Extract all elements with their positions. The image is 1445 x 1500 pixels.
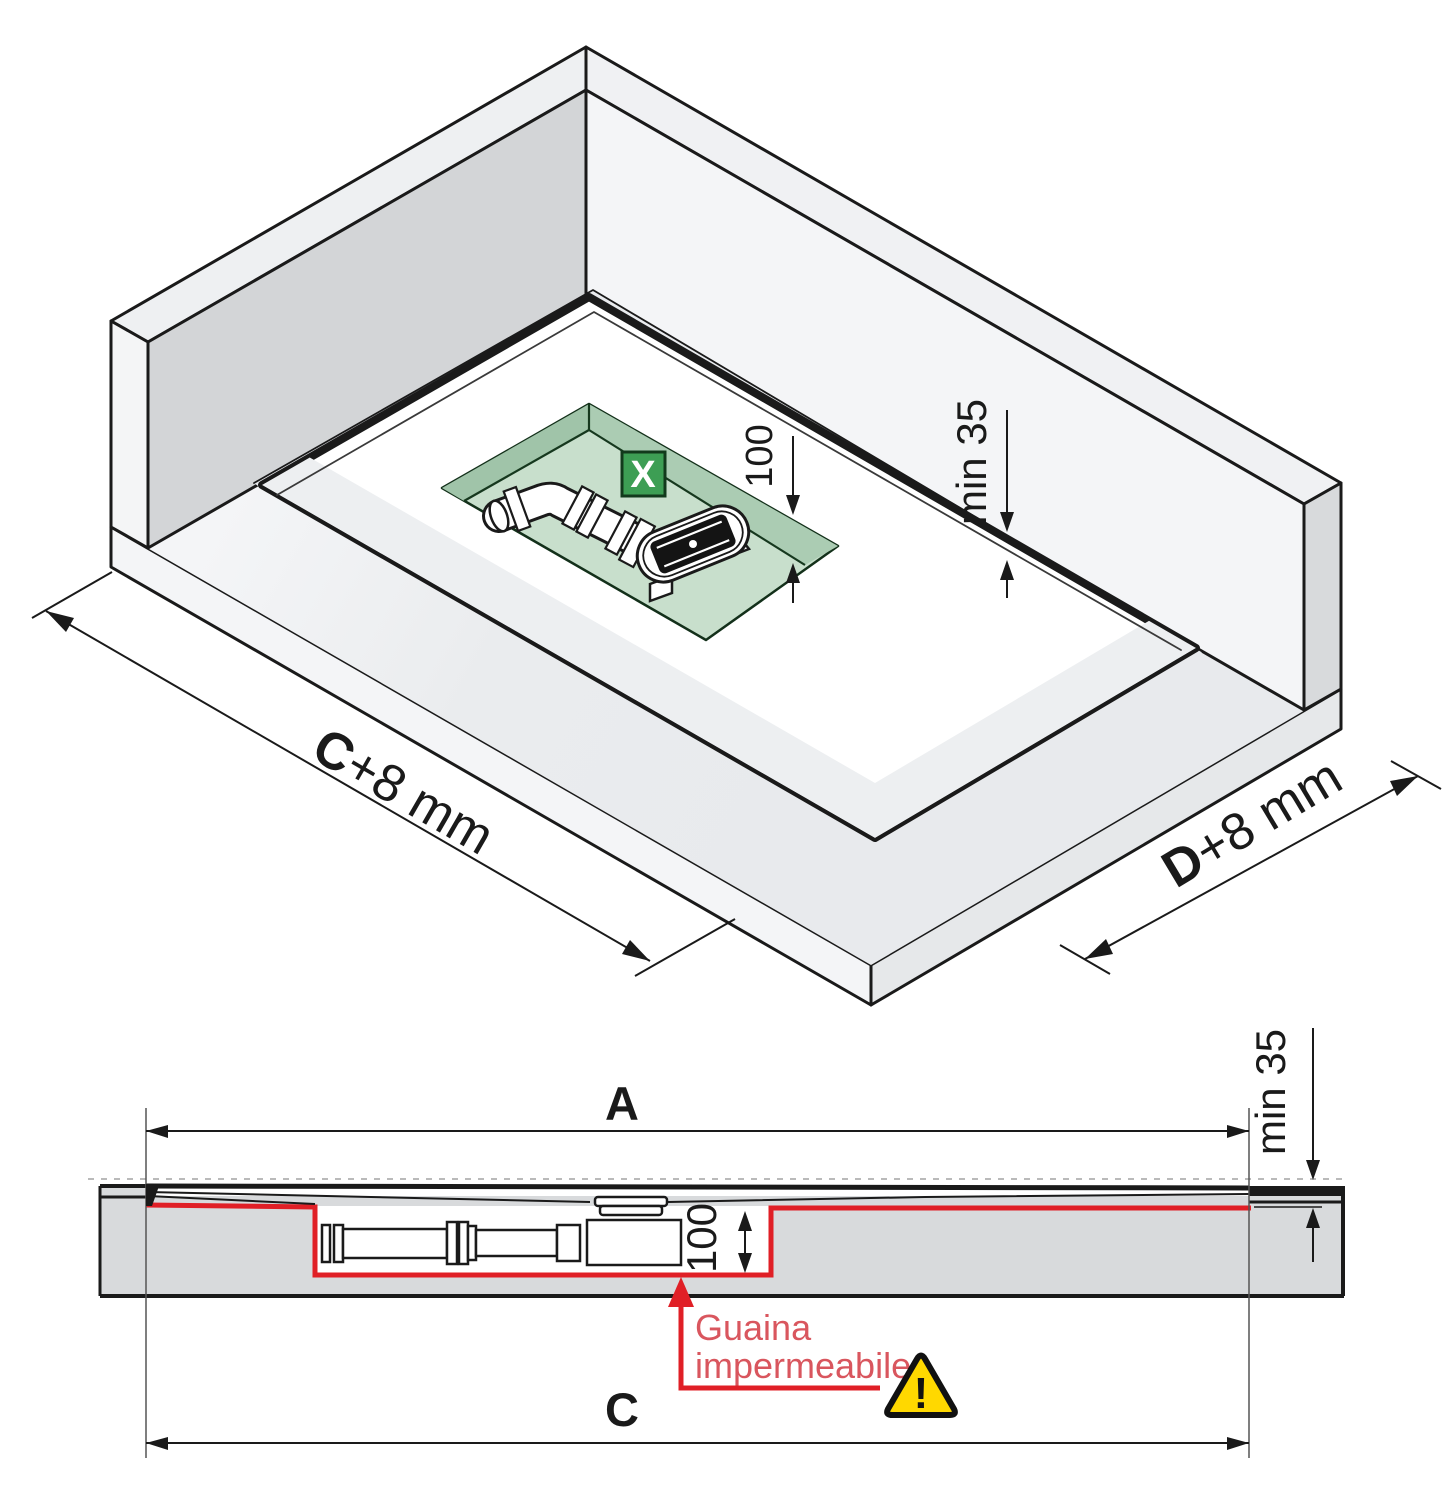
svg-text:100: 100	[678, 1203, 725, 1273]
svg-text:C: C	[605, 1383, 639, 1436]
svg-text:100: 100	[739, 424, 781, 487]
svg-text:min 35: min 35	[1247, 1029, 1294, 1155]
svg-text:!: !	[914, 1369, 929, 1418]
svg-text:min 35: min 35	[948, 399, 995, 525]
svg-text:X: X	[630, 454, 656, 496]
svg-text:Guaina: Guaina	[695, 1307, 812, 1348]
svg-text:A: A	[605, 1077, 639, 1130]
svg-text:impermeabile: impermeabile	[695, 1345, 911, 1386]
